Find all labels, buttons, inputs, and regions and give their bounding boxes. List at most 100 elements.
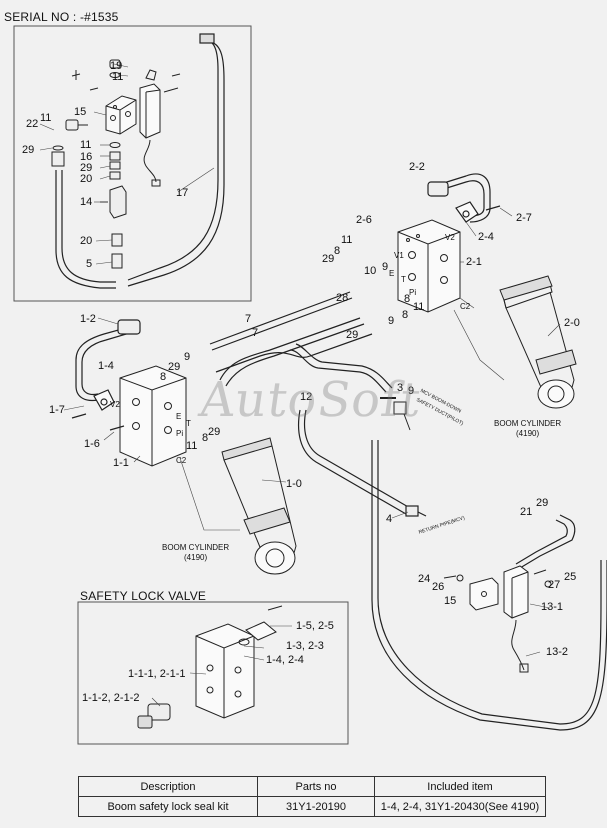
boom-cylinder-1-caption: BOOM CYLINDER (4190) — [162, 543, 229, 563]
port-v1: V1 — [394, 251, 404, 260]
callout-3: 3 — [397, 382, 404, 394]
callout-7-a: 7 — [245, 313, 252, 325]
table-header-row: Description Parts no Included item — [78, 776, 546, 797]
callout-10: 10 — [364, 265, 377, 277]
pipe-2-2 — [427, 173, 501, 223]
callout-1-6: 1-6 — [84, 438, 100, 450]
callout-9-d: 9 — [408, 385, 415, 397]
callout-22: 22 — [26, 118, 39, 130]
callout-8-c: 8 — [402, 309, 409, 321]
callout-9-a: 9 — [382, 261, 389, 273]
leader-lines — [39, 63, 561, 707]
callout-29-g: 29 — [536, 497, 549, 509]
callout-11-c: 11 — [80, 139, 92, 151]
pipes-7 — [209, 291, 393, 393]
callout-13-1: 13-1 — [541, 601, 564, 613]
safety-lock-title: SAFETY LOCK VALVE — [80, 589, 207, 603]
callout-16: 16 — [80, 151, 93, 163]
cell-parts-no: 31Y1-20190 — [257, 796, 375, 817]
port-e-lower: E — [176, 412, 182, 421]
callout-2-7: 2-7 — [516, 212, 532, 224]
callout-2-2: 2-2 — [409, 161, 425, 173]
callout-1-0: 1-0 — [286, 478, 302, 490]
boom-cylinder-2-0 — [499, 275, 577, 409]
boom-cylinder-2-code: (4190) — [516, 429, 540, 438]
cell-included-item: 1-4, 2-4, 31Y1-20430(See 4190) — [374, 796, 546, 817]
callout-1-1-2-2-1-2: 1-1-2, 2-1-2 — [82, 692, 140, 704]
callout-29-e: 29 — [168, 361, 181, 373]
callout-11-e: 11 — [413, 301, 425, 313]
callout-1-5-2-5: 1-5, 2-5 — [296, 620, 334, 632]
callout-2-0: 2-0 — [564, 317, 580, 329]
callout-17: 17 — [176, 187, 189, 199]
callout-26: 26 — [432, 581, 445, 593]
callout-1-1: 1-1 — [113, 457, 129, 469]
seal-kit-table: Description Parts no Included item Boom … — [78, 776, 546, 817]
safety-lock-valve — [137, 605, 283, 729]
callout-20-a: 20 — [80, 173, 93, 185]
pipe-1-2 — [71, 319, 141, 431]
callout-7-b: 7 — [252, 327, 259, 339]
watermark: AutoSoft — [196, 372, 425, 428]
callout-8-e: 8 — [202, 432, 209, 444]
valve-1-1 — [119, 365, 187, 467]
port-c2-lower: C2 — [176, 456, 187, 465]
serial-hose-left — [55, 170, 116, 289]
cell-description: Boom safety lock seal kit — [78, 796, 258, 817]
valve-15 — [105, 95, 137, 135]
port-c2-upper: C2 — [460, 302, 471, 311]
solenoid-13-1 — [443, 565, 552, 673]
callout-8-d: 8 — [160, 371, 167, 383]
callout-1-2: 1-2 — [80, 313, 96, 325]
callout-14: 14 — [80, 196, 93, 208]
callout-2-6: 2-6 — [356, 214, 372, 226]
fitting-3 — [380, 397, 411, 431]
col-included-item: Included item — [374, 776, 546, 797]
callout-25: 25 — [564, 571, 577, 583]
boom-cylinder-2-caption: BOOM CYLINDER (4190) — [494, 419, 561, 439]
col-parts-no: Parts no — [257, 776, 375, 797]
boom-cylinder-2-name: BOOM CYLINDER — [494, 419, 562, 428]
callout-5: 5 — [86, 258, 93, 270]
serial-title: SERIAL NO : -#1535 — [4, 10, 119, 24]
callout-15-serial: 15 — [74, 106, 87, 118]
callout-11-d: 11 — [341, 234, 353, 246]
serial-hose-17 — [127, 33, 225, 287]
callout-2-1: 2-1 — [466, 256, 482, 268]
port-pi-upper: Pi — [409, 288, 417, 297]
port-v2-upper: V2 — [445, 233, 455, 242]
callout-13-2: 13-2 — [546, 646, 569, 658]
safety-box-frame — [77, 601, 349, 745]
callout-29-f: 29 — [208, 426, 221, 438]
callout-8-b: 8 — [404, 293, 411, 305]
serial-fittings — [51, 59, 181, 269]
port-t-upper: T — [401, 275, 406, 284]
callout-1-4-2-4: 1-4, 2-4 — [266, 654, 304, 666]
callout-28: 28 — [336, 292, 349, 304]
hose-21 — [515, 514, 576, 569]
port-e-upper: E — [389, 269, 395, 278]
serial-box-frame — [13, 25, 252, 302]
callout-9-b: 9 — [388, 315, 395, 327]
callout-4: 4 — [386, 513, 393, 525]
callout-29-d: 29 — [346, 329, 359, 341]
callout-29-c: 29 — [322, 253, 335, 265]
boom-cylinder-1-0 — [221, 437, 297, 575]
pipe-12 — [297, 409, 427, 517]
callout-15-main: 15 — [444, 595, 457, 607]
table-row: Boom safety lock seal kit 31Y1-20190 1-4… — [78, 796, 546, 817]
valve-solenoid-top — [139, 69, 179, 187]
callout-1-3-2-3: 1-3, 2-3 — [286, 640, 324, 652]
boom-cylinder-1-name: BOOM CYLINDER — [162, 543, 230, 552]
callout-29-b: 29 — [80, 162, 93, 174]
callout-11-f: 11 — [186, 440, 198, 452]
col-description: Description — [78, 776, 258, 797]
callout-20-b: 20 — [80, 235, 93, 247]
callout-9-c: 9 — [184, 351, 191, 363]
callout-27: 27 — [548, 579, 561, 591]
port-v2-lower: V2 — [110, 400, 120, 409]
callout-1-7: 1-7 — [49, 404, 65, 416]
callout-29-a: 29 — [22, 144, 35, 156]
callout-11-a: 11 — [112, 71, 124, 83]
